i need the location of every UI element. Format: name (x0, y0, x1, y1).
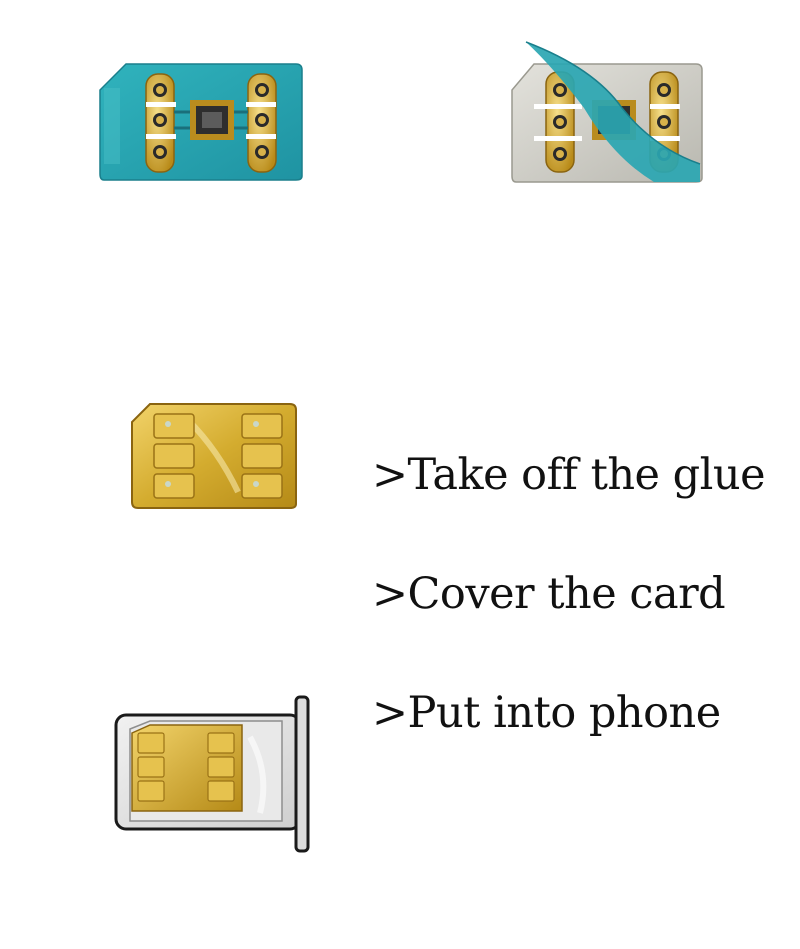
step-cover-card: >Cover the card (372, 569, 726, 619)
sim-tray-with-sticker-icon (114, 695, 310, 853)
sim-sticker-with-blue-film-icon (99, 63, 303, 181)
sim-sticker-peeling-film-icon (511, 41, 703, 183)
step-take-off-glue: >Take off the glue (372, 450, 766, 500)
step-put-into-phone: >Put into phone (372, 688, 721, 738)
gold-sim-sticker-icon (131, 403, 297, 509)
